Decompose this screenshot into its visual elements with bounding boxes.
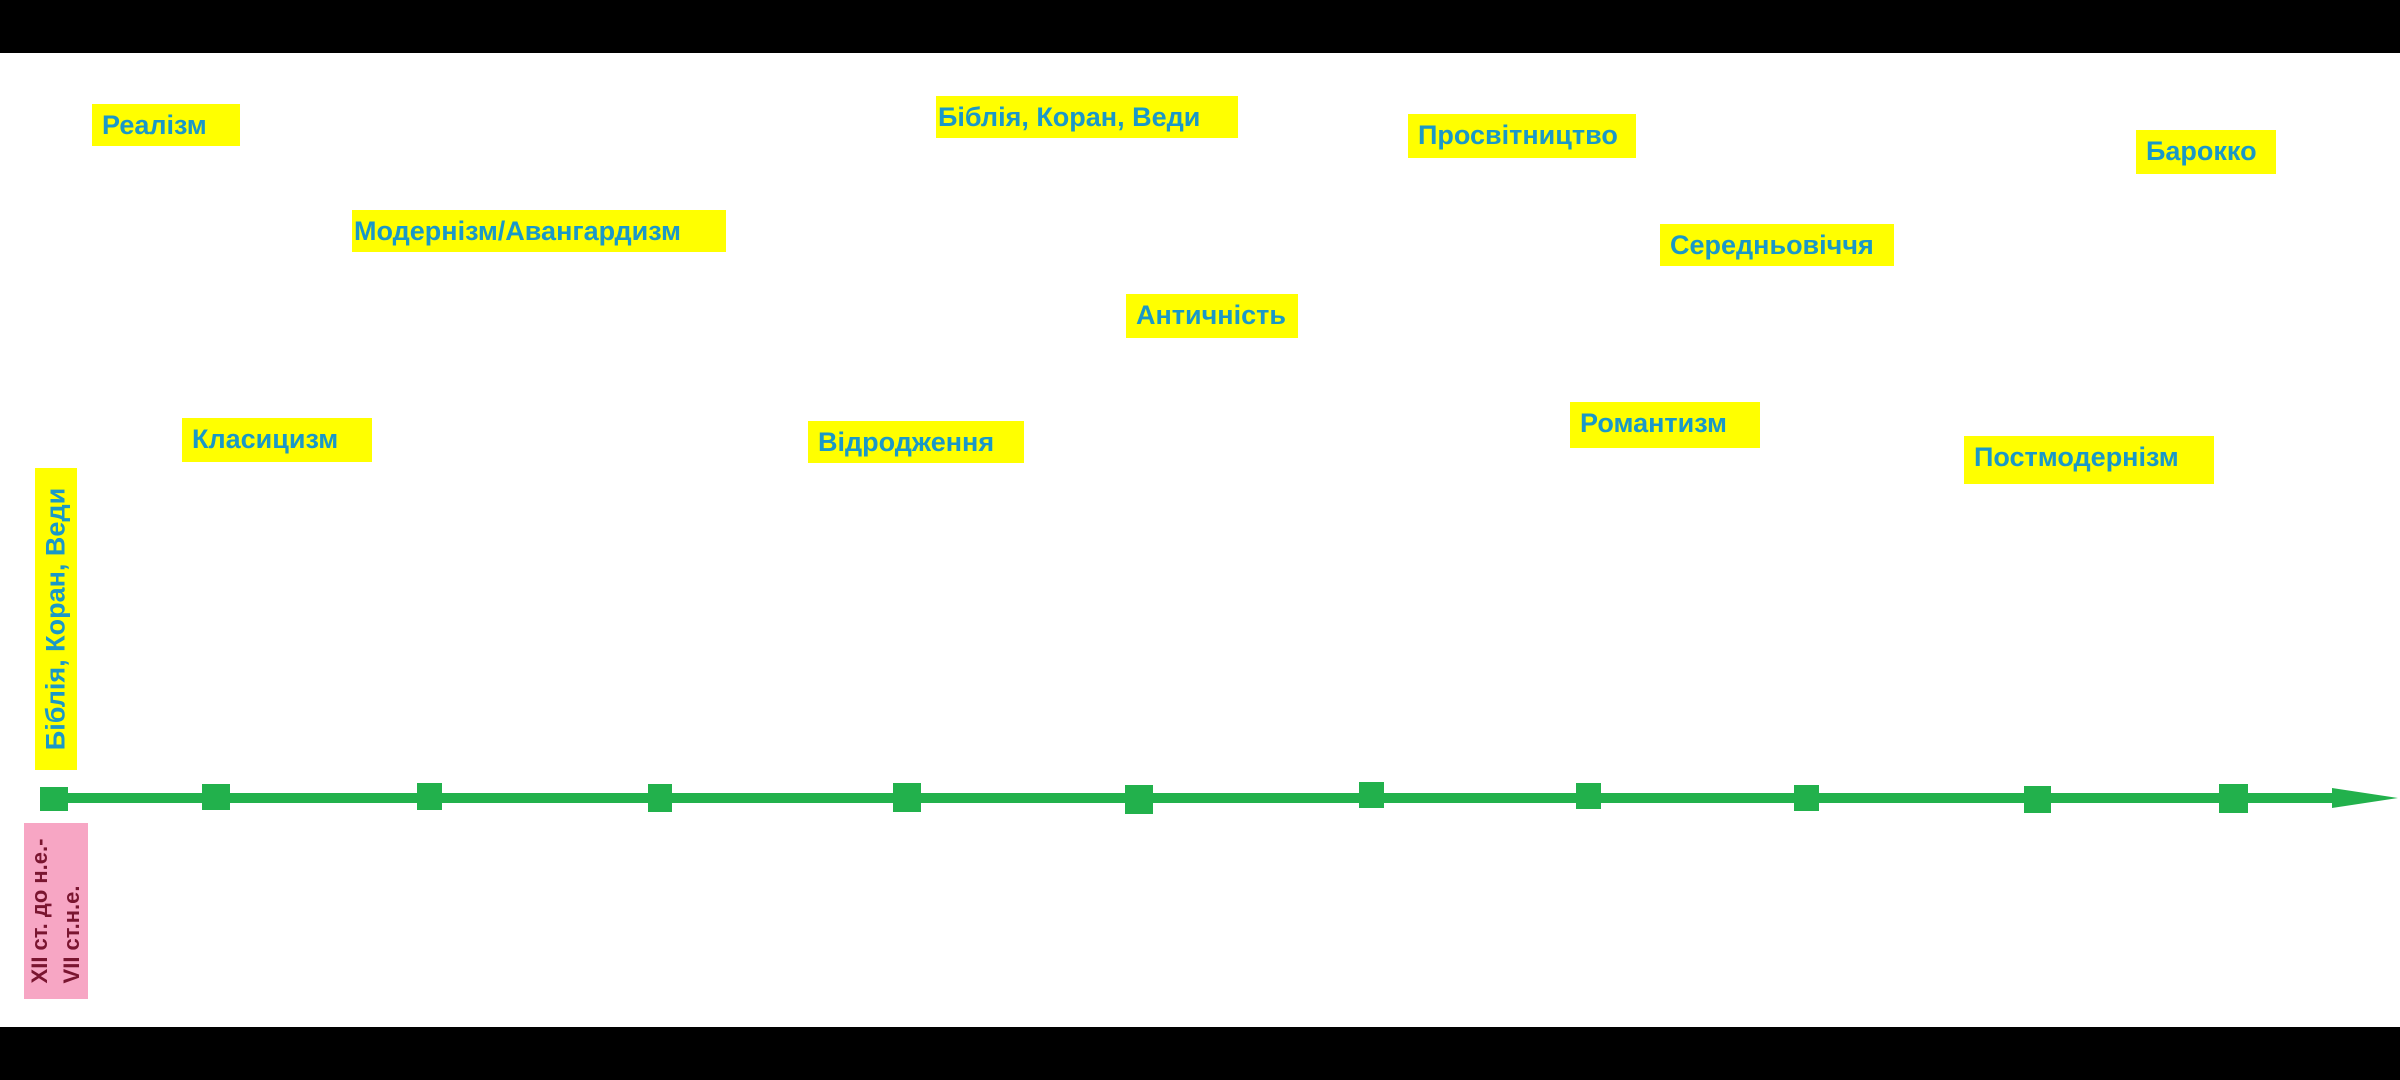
label-bible-koran-vedas[interactable]: Біблія, Коран, Веди [936, 96, 1238, 138]
date-range-line-1: XII ст. до н.е.- [27, 838, 53, 984]
timeline-marker[interactable] [417, 783, 442, 810]
date-range-box: XII ст. до н.е.- VII ст.н.е. [24, 823, 88, 999]
label-postmodernism[interactable]: Постмодернізм [1964, 436, 2214, 484]
timeline-marker[interactable] [893, 783, 921, 812]
label-middle-ages[interactable]: Середньовіччя [1660, 224, 1894, 266]
timeline-marker[interactable] [1794, 785, 1819, 811]
timeline-arrow-icon [2332, 788, 2398, 808]
bottom-letterbox [0, 1027, 2400, 1080]
date-range-text: XII ст. до н.е.- VII ст.н.е. [24, 839, 88, 984]
label-modernism-avant-garde[interactable]: Модернізм/Авангардизм [352, 210, 726, 252]
timeline-marker[interactable] [202, 784, 230, 810]
label-enlightenment[interactable]: Просвітництво [1408, 114, 1636, 158]
label-antiquity[interactable]: Античність [1126, 294, 1298, 338]
slide-canvas [0, 53, 2400, 1027]
label-romanticism[interactable]: Романтизм [1570, 402, 1760, 448]
top-letterbox [0, 0, 2400, 53]
timeline-marker[interactable] [1359, 782, 1384, 808]
timeline-marker[interactable] [40, 787, 68, 811]
label-realism[interactable]: Реалізм [92, 104, 240, 146]
timeline-axis [48, 793, 2338, 803]
timeline-marker[interactable] [648, 784, 672, 812]
label-vertical-bible-koran-vedas[interactable]: Біблія, Коран, Веди [35, 468, 77, 770]
date-range-line-2: VII ст.н.е. [59, 885, 84, 984]
label-classicism[interactable]: Класицизм [182, 418, 372, 462]
label-baroque[interactable]: Барокко [2136, 130, 2276, 174]
timeline-marker[interactable] [2219, 784, 2248, 813]
timeline-marker[interactable] [2024, 786, 2051, 813]
vertical-label-text: Біблія, Коран, Веди [40, 487, 71, 751]
timeline-marker[interactable] [1576, 783, 1601, 809]
timeline-marker[interactable] [1125, 785, 1153, 814]
label-renaissance[interactable]: Відродження [808, 421, 1024, 463]
